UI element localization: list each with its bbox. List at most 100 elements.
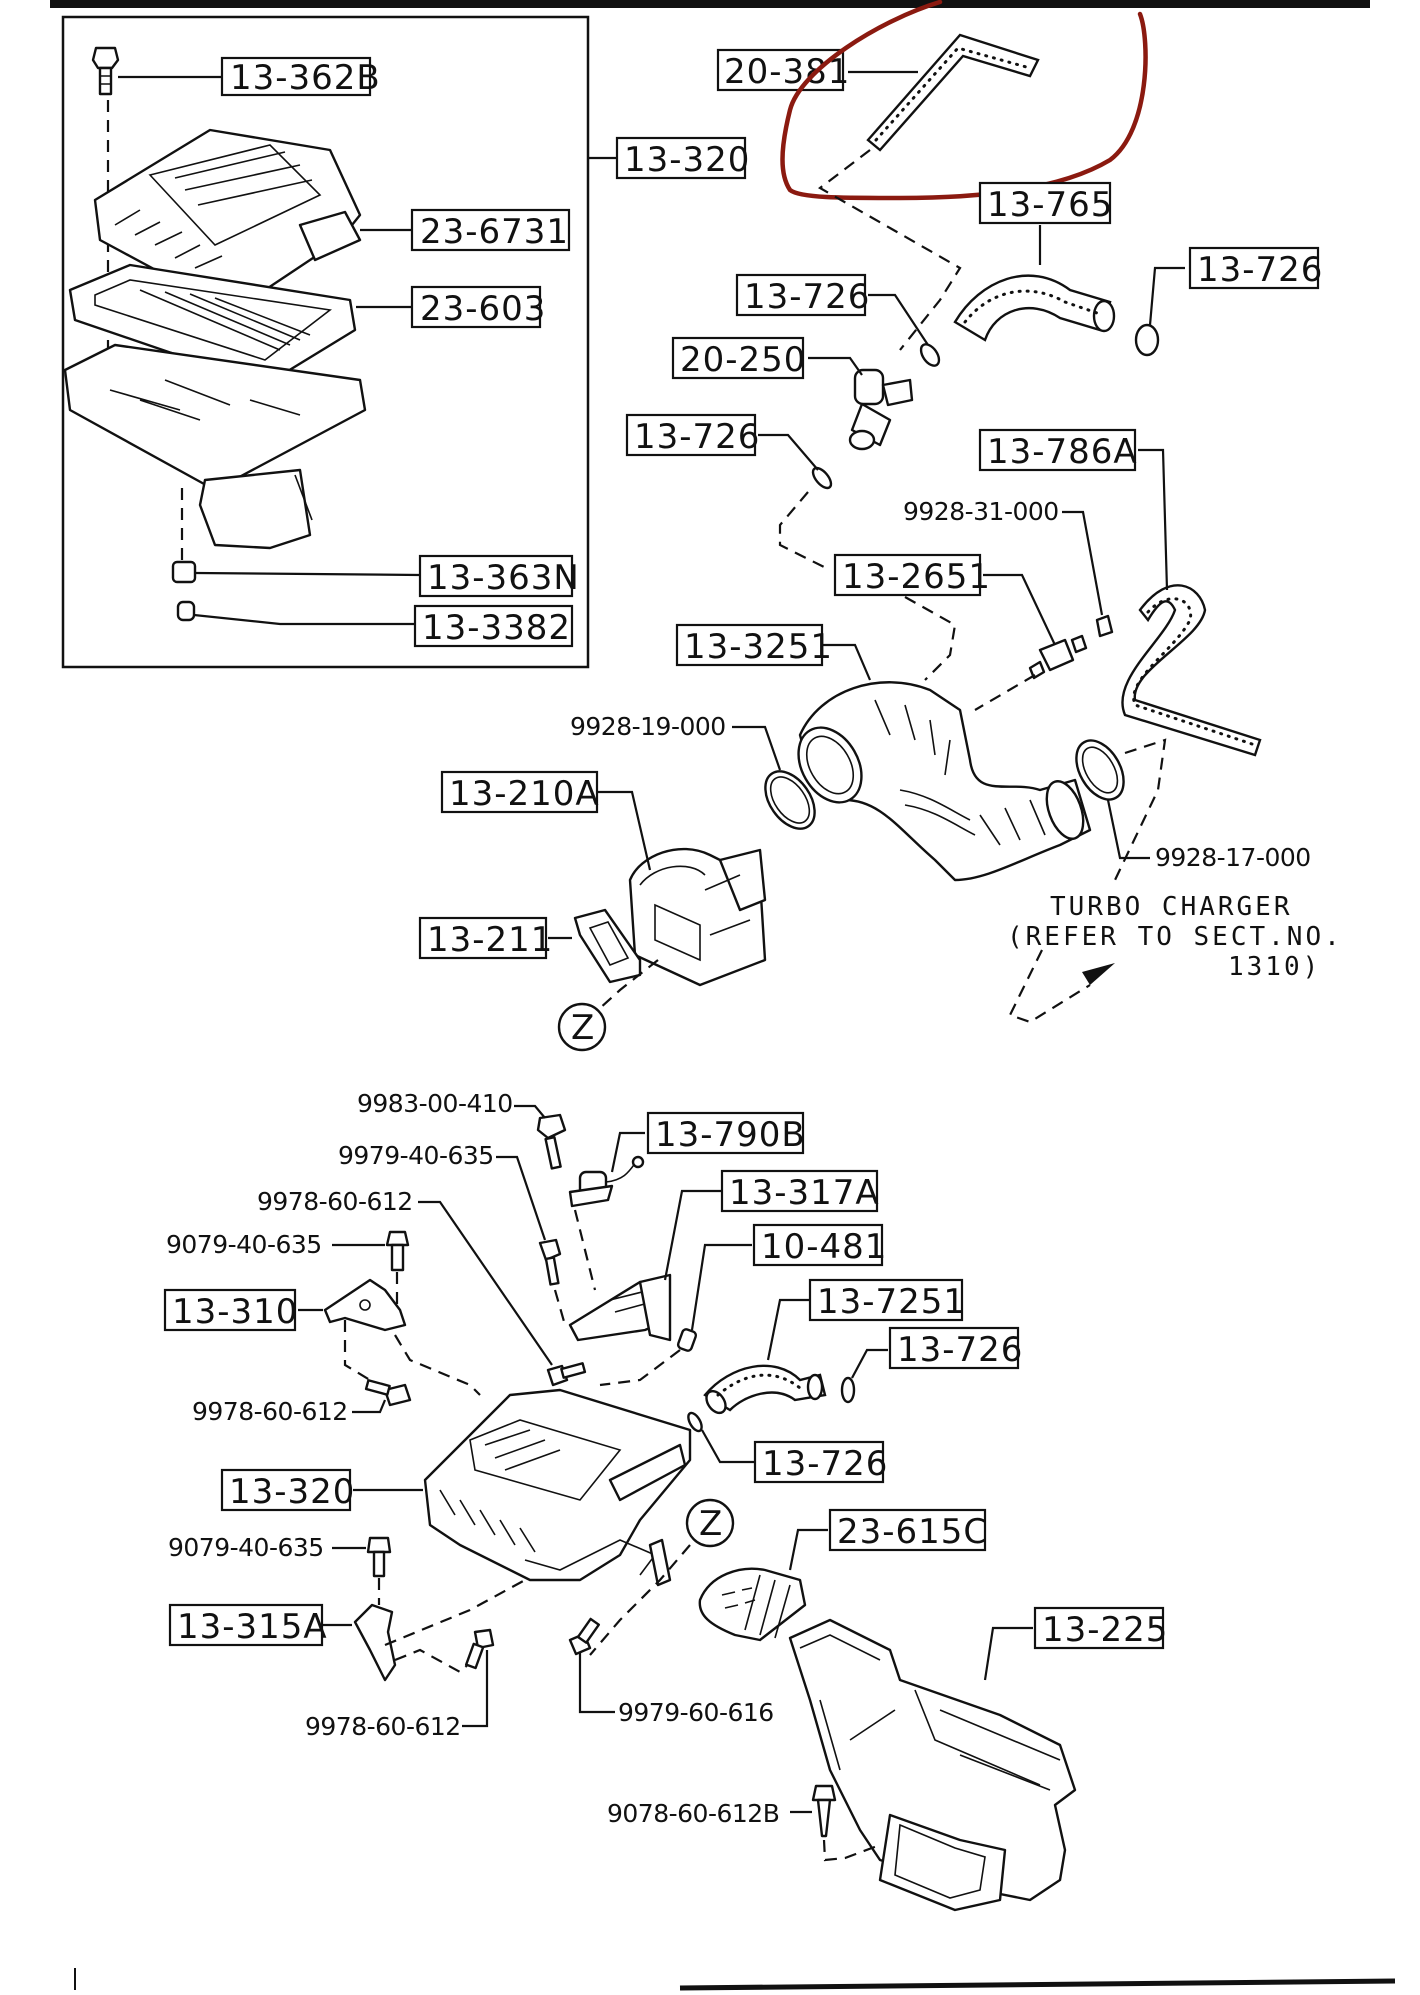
label-13-362B[interactable]: 13-362B [118,56,381,98]
label-13-363N[interactable]: 13-363N [195,554,580,598]
bolt-icon [538,1238,562,1286]
label-9979-60-616[interactable]: 9979-60-616 [578,1652,774,1727]
label-20-250[interactable]: 20-250 [671,336,863,380]
label-9079-40-635-upper[interactable]: 9079-40-635 [166,1230,385,1259]
label-13-210A[interactable]: 13-210A [440,770,652,871]
label-9978-60-612-bottom[interactable]: 9978-60-612 [305,1650,489,1741]
label-9978-60-612-lower-left[interactable]: 9978-60-612 [192,1397,387,1426]
label-13-3251[interactable]: 13-3251 [675,623,872,681]
label-9078-60-612B[interactable]: 9078-60-612B [607,1799,812,1828]
label-13-7251[interactable]: 13-7251 [766,1278,966,1361]
breather-hose-icon [1121,584,1262,757]
label-9928-19-000[interactable]: 9928-19-000 [570,712,782,771]
svg-text:9079-40-635: 9079-40-635 [166,1230,322,1259]
svg-text:13-726: 13-726 [1197,250,1323,290]
label-13-320-bottom[interactable]: 13-320 [220,1468,423,1512]
label-9983-00-410[interactable]: 9983-00-410 [357,1089,546,1119]
label-23-6731[interactable]: 23-6731 [360,208,571,252]
label-9928-17-000[interactable]: 9928-17-000 [1106,799,1311,872]
hose-clamp-icon [919,343,941,367]
svg-text:23-615C: 23-615C [837,1512,988,1552]
dashed-guide [394,1648,479,1674]
bolt-icon [364,1379,412,1407]
vacuum-hose-icon [866,33,1040,152]
dashed-guide [394,1334,481,1396]
air-cleaner-assembly-icon [423,1388,692,1587]
svg-text:9979-40-635: 9979-40-635 [338,1141,494,1170]
bushing-icon [176,600,196,622]
label-13-765[interactable]: 13-765 [978,181,1113,265]
label-9978-60-612-upper[interactable]: 9978-60-612 [257,1187,553,1366]
svg-text:9079-40-635: 9079-40-635 [168,1533,324,1562]
label-13-790B[interactable]: 13-790B [610,1111,806,1173]
reference-marker-z-top: Z [557,1002,607,1052]
label-13-2651[interactable]: 13-2651 [833,553,1056,646]
label-13-3382[interactable]: 13-3382 [193,604,574,648]
dashed-guide [1008,949,1091,1024]
dashed-guide [1114,738,1167,881]
air-cleaner-case-icon [63,343,367,550]
label-13-211[interactable]: 13-211 [418,916,572,960]
intake-hose-bend-icon [953,274,1116,342]
hose-clip-icon [1095,614,1114,638]
svg-text:9978-60-612: 9978-60-612 [257,1187,413,1216]
intake-hose-icon [703,1364,827,1415]
label-13-726-left[interactable]: 13-726 [625,413,819,471]
label-13-310[interactable]: 13-310 [163,1288,323,1332]
svg-text:13-765: 13-765 [987,185,1113,225]
svg-text:13-225: 13-225 [1042,1610,1168,1650]
svg-text:13-363N: 13-363N [427,558,580,598]
bolt-icon [568,1617,601,1656]
hose-clamp-icon [840,1376,856,1404]
bolt-icon [536,1113,567,1170]
intake-duct-boot-icon [797,681,1092,882]
label-13-786A[interactable]: 13-786A [978,428,1169,591]
svg-text:23-6731: 23-6731 [420,212,569,252]
dashed-guide [384,1579,526,1647]
label-13-726-lower[interactable]: 13-726 [701,1429,888,1484]
svg-text:13-726: 13-726 [897,1330,1023,1370]
throttle-body-gasket-icon [573,908,642,984]
label-13-726-lower-right[interactable]: 13-726 [851,1326,1023,1379]
label-13-726-upper[interactable]: 13-726 [735,273,929,346]
label-13-317A[interactable]: 13-317A [663,1169,880,1281]
label-9928-31-000[interactable]: 9928-31-000 [903,497,1104,616]
label-13-726-right[interactable]: 13-726 [1148,246,1323,326]
label-13-320-top[interactable]: 13-320 [588,136,750,180]
throttle-body-icon [628,847,767,987]
check-valve-icon [848,368,914,451]
reference-marker-z-bottom: Z [685,1498,735,1548]
hose-band-clamp-icon [1075,739,1125,801]
bracket-icon [353,1603,397,1682]
label-23-603[interactable]: 23-603 [356,285,546,329]
svg-text:13-790B: 13-790B [655,1115,806,1155]
label-23-615C[interactable]: 23-615C [788,1508,988,1571]
svg-text:9928-17-000: 9928-17-000 [1155,843,1311,872]
svg-text:13-362B: 13-362B [230,58,381,98]
sensor-icon [568,1155,645,1208]
label-9079-40-635-lower[interactable]: 9079-40-635 [168,1533,366,1562]
label-13-315A[interactable]: 13-315A [168,1603,352,1647]
svg-text:13-320: 13-320 [229,1472,355,1512]
svg-text:9978-60-612: 9978-60-612 [305,1712,461,1741]
dashed-guide [974,674,1036,711]
label-9979-40-635[interactable]: 9979-40-635 [338,1141,547,1241]
label-10-481[interactable]: 10-481 [690,1223,887,1331]
svg-text:1310): 1310) [1228,952,1321,982]
highlight-circle [780,0,1148,201]
svg-text:9928-19-000: 9928-19-000 [570,712,726,741]
bracket-icon [568,1273,672,1342]
bolt-icon [385,1230,410,1272]
label-13-225[interactable]: 13-225 [983,1606,1168,1681]
hose-connector-icon [1028,634,1088,680]
hose-band-clamp-icon [764,770,816,830]
svg-text:13-315A: 13-315A [177,1607,328,1647]
inset-frame [61,15,590,669]
svg-text:13-317A: 13-317A [729,1173,880,1213]
svg-text:Z: Z [699,1504,723,1544]
label-20-381[interactable]: 20-381 [716,48,918,92]
page-bottom-rule [679,1978,1396,1991]
arrow-icon [1082,963,1115,985]
svg-text:13-2651: 13-2651 [842,557,991,597]
air-intake-duct-icon [788,1618,1077,1912]
